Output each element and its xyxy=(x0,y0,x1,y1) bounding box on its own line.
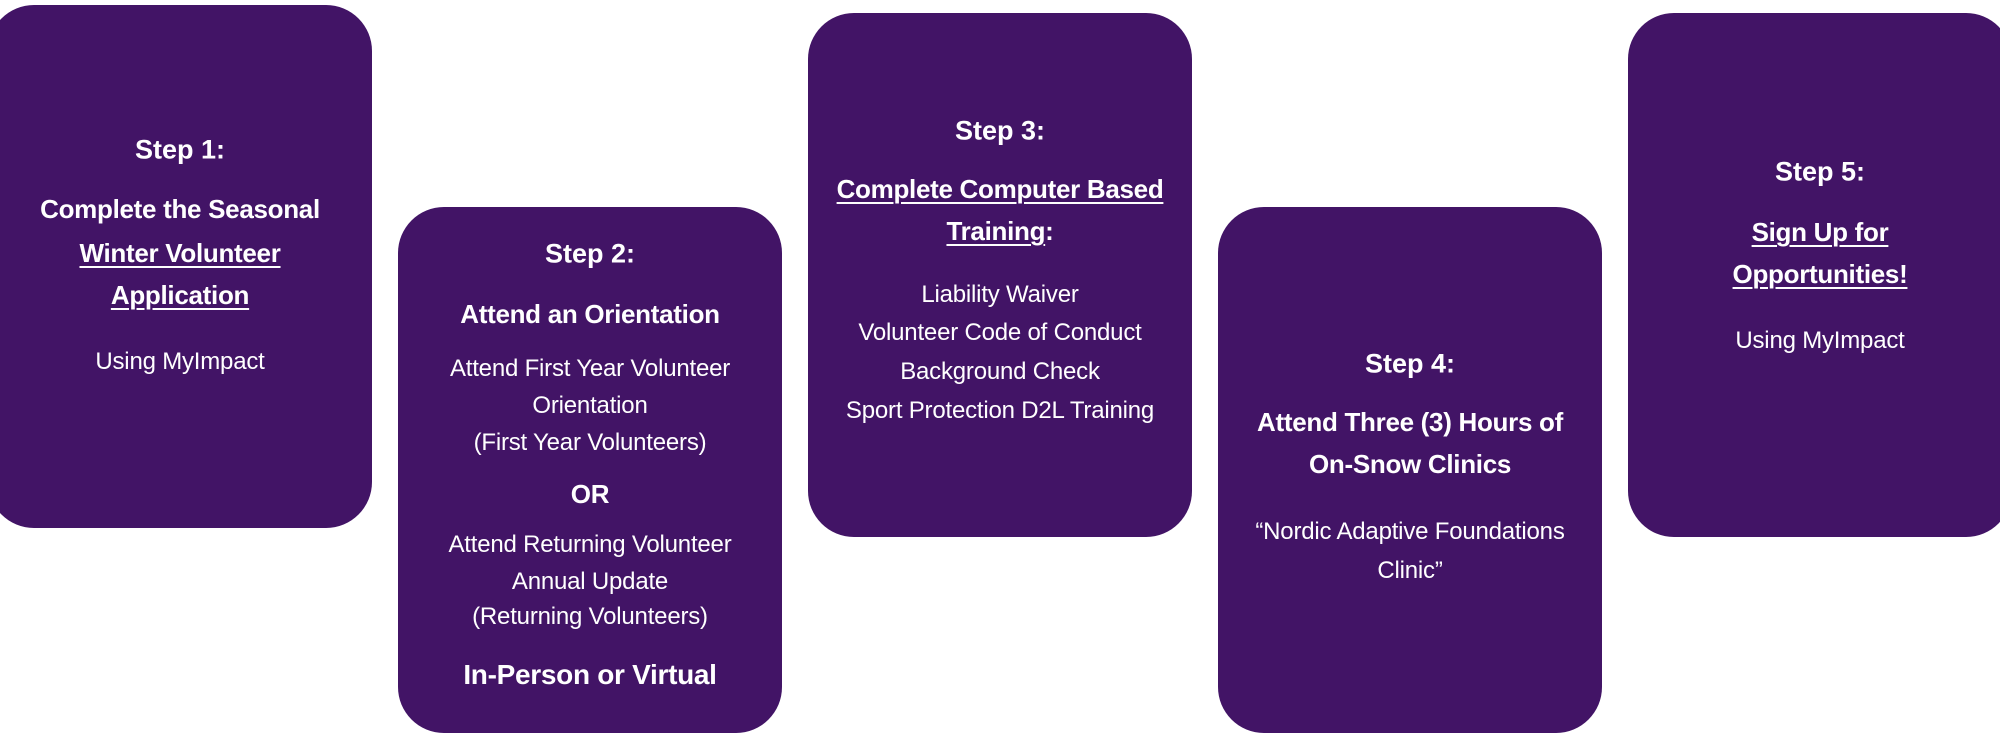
first-year-option-line-2: Orientation xyxy=(532,392,648,419)
step-2-card: Step 2: Attend an Orientation Attend Fir… xyxy=(398,207,782,733)
or-separator: OR xyxy=(570,479,610,509)
first-year-option-line-3: (First Year Volunteers) xyxy=(473,429,707,456)
sign-up-opportunities-link[interactable]: Sign Up for xyxy=(1751,217,1889,247)
returning-option-line-1: Attend Returning Volunteer xyxy=(448,531,732,558)
winter-volunteer-application-link[interactable]: Winter Volunteer xyxy=(79,238,281,268)
sign-up-opportunities-link[interactable]: Opportunities! xyxy=(1732,259,1908,289)
step-1-card: Step 1: Complete the Seasonal Winter Vol… xyxy=(0,5,372,528)
step-2-label: Step 2: xyxy=(544,238,636,269)
link-suffix-colon: : xyxy=(1045,216,1054,246)
step-4-title-line-1: Attend Three (3) Hours of xyxy=(1257,407,1563,437)
step-4-title-line-2: On-Snow Clinics xyxy=(1308,449,1512,479)
winter-volunteer-application-link-line-2[interactable]: Application xyxy=(0,282,372,308)
step-1-label: Step 1: xyxy=(134,134,226,165)
step-4-label: Step 4: xyxy=(1364,348,1456,379)
training-item: Volunteer Code of Conduct xyxy=(858,319,1142,346)
sign-up-link-line-2[interactable]: Opportunities! xyxy=(1628,261,2000,287)
clinic-name-line-2: Clinic” xyxy=(1377,557,1443,584)
computer-based-training-link-line-2[interactable]: Training: xyxy=(808,218,1192,244)
orientation-format: In-Person or Virtual xyxy=(463,659,717,690)
step-3-label: Step 3: xyxy=(954,115,1046,146)
first-year-option-line-1: Attend First Year Volunteer xyxy=(449,355,731,382)
training-item: Sport Protection D2L Training xyxy=(845,397,1155,424)
returning-option-line-2: Annual Update xyxy=(511,568,669,595)
clinic-name-line-1: “Nordic Adaptive Foundations xyxy=(1255,518,1565,545)
step-3-card: Step 3: Complete Computer Based Training… xyxy=(808,13,1192,537)
step-4-card: Step 4: Attend Three (3) Hours of On-Sno… xyxy=(1218,207,1602,733)
step-1-title: Complete the Seasonal xyxy=(40,194,320,224)
training-item: Background Check xyxy=(900,358,1100,385)
computer-based-training-link[interactable]: Training xyxy=(946,216,1046,246)
sign-up-link-line-1[interactable]: Sign Up for xyxy=(1628,219,2000,245)
step-2-title: Attend an Orientation xyxy=(460,299,720,329)
computer-based-training-link[interactable]: Complete Computer Based xyxy=(836,174,1164,204)
winter-volunteer-application-link-line-1[interactable]: Winter Volunteer xyxy=(0,240,372,266)
step-5-card: Step 5: Sign Up for Opportunities! Using… xyxy=(1628,13,2000,537)
step-5-detail: Using MyImpact xyxy=(1735,327,1905,354)
step-5-label: Step 5: xyxy=(1774,156,1866,187)
computer-based-training-link-line-1[interactable]: Complete Computer Based xyxy=(808,176,1192,202)
step-1-detail: Using MyImpact xyxy=(95,348,265,375)
returning-option-line-3: (Returning Volunteers) xyxy=(472,603,708,630)
winter-volunteer-application-link[interactable]: Application xyxy=(110,280,250,310)
training-item: Liability Waiver xyxy=(921,281,1079,308)
